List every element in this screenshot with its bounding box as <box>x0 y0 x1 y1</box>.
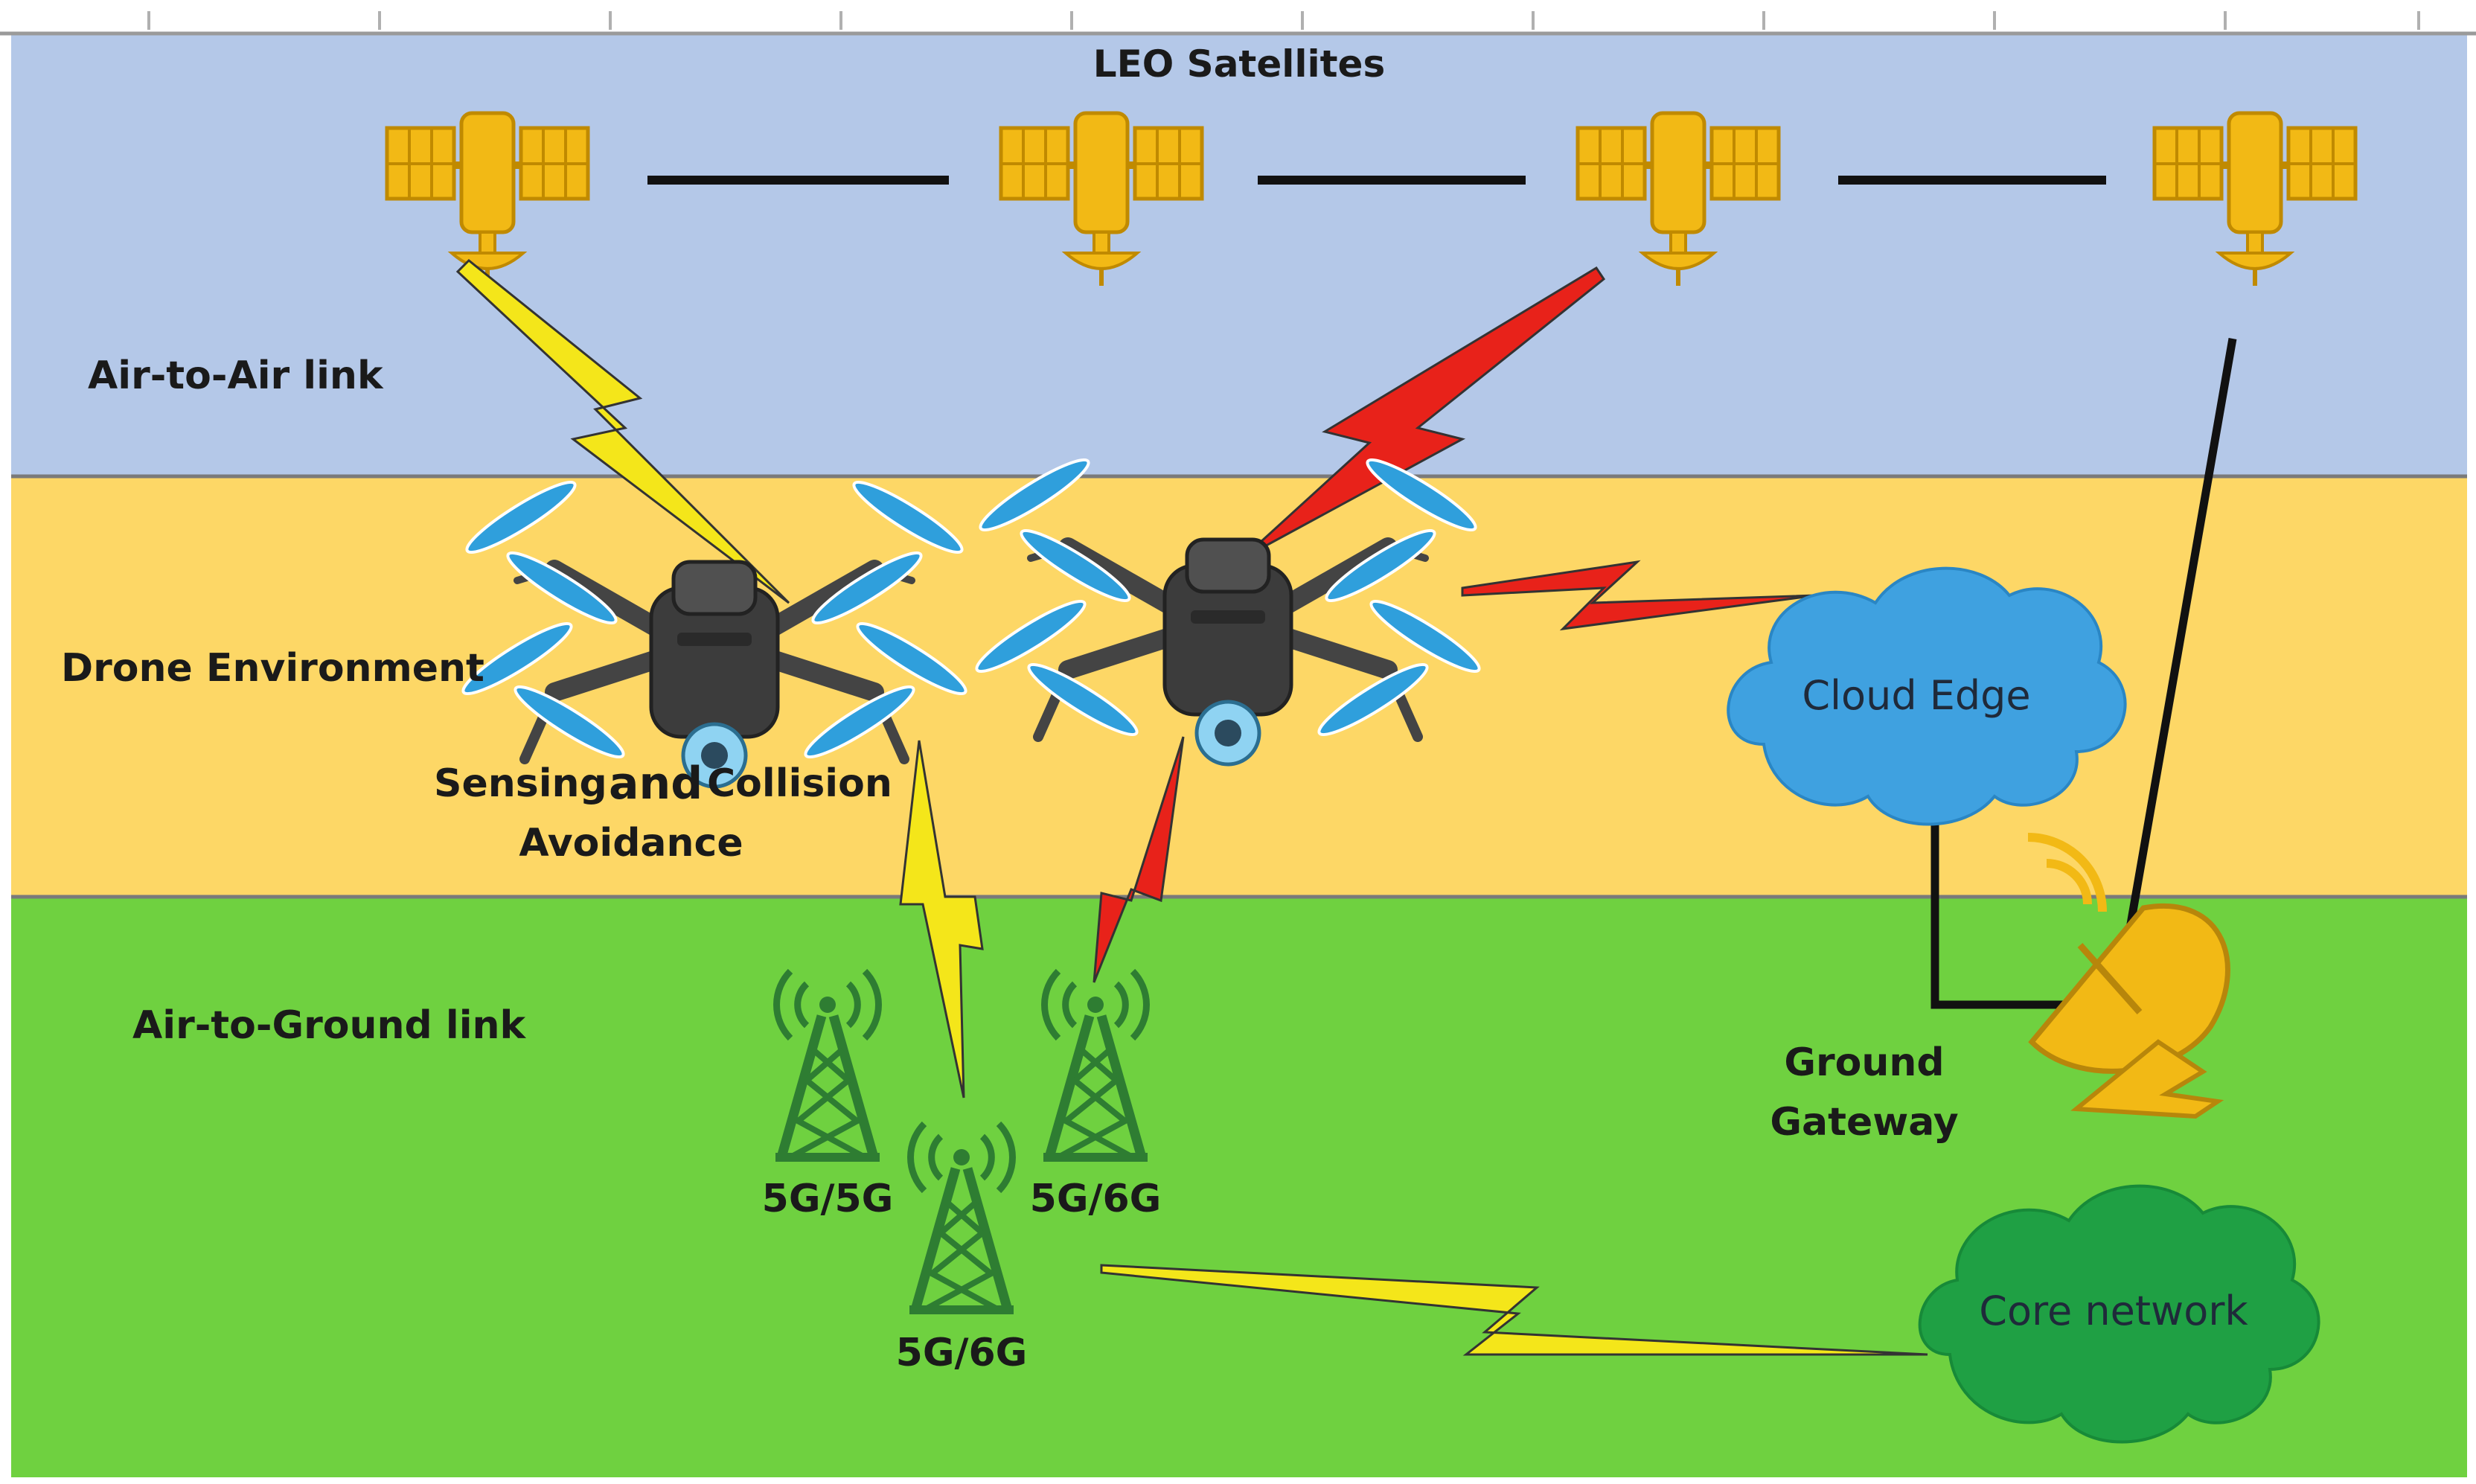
yellow-link-sat-to-drone <box>455 258 790 604</box>
yellow-link-tower-to-core <box>1100 1264 1928 1356</box>
tower-label: 5G/6G <box>1030 1177 1162 1221</box>
cloud-edge-cloud <box>1727 566 2127 826</box>
air-to-ground-link-label: Air-to-Ground link <box>132 1003 527 1048</box>
link-cloud-edge-to-gateway <box>1930 819 2065 1009</box>
sky-band <box>11 33 2467 476</box>
leo-satellites-title: LEO Satellites <box>1093 42 1385 86</box>
ground-gateway-label-line1: Ground <box>1784 1040 1944 1085</box>
red-link-drone-to-cloud-edge <box>1461 560 1817 631</box>
drone-environment-label: Drone Environment <box>61 646 484 691</box>
sensing-label: Sensing <box>434 761 607 806</box>
red-link-sat-to-drone <box>1241 266 1606 560</box>
yellow-link-drone-to-tower <box>899 740 984 1098</box>
red-link-drone-to-tower <box>1093 736 1185 983</box>
cloud-edge-label: Cloud Edge <box>1802 672 2030 719</box>
ruler-ticks <box>147 11 2420 30</box>
ground-gateway-label-line2: Gateway <box>1770 1100 1958 1145</box>
tower-label: 5G/5G <box>762 1177 894 1221</box>
air-to-air-link-label: Air-to-Air link <box>88 354 384 398</box>
core-network-label: Core network <box>1979 1288 2248 1334</box>
link-satellite-to-gateway <box>2113 338 2237 1002</box>
and-label: and <box>609 758 703 810</box>
collision-label: Collision <box>707 761 892 806</box>
avoidance-label: Avoidance <box>519 821 743 866</box>
tower-label: 5G/6G <box>896 1331 1028 1375</box>
satellite-dish-icon <box>2027 833 2230 1119</box>
core-network-cloud <box>1918 1184 2320 1444</box>
